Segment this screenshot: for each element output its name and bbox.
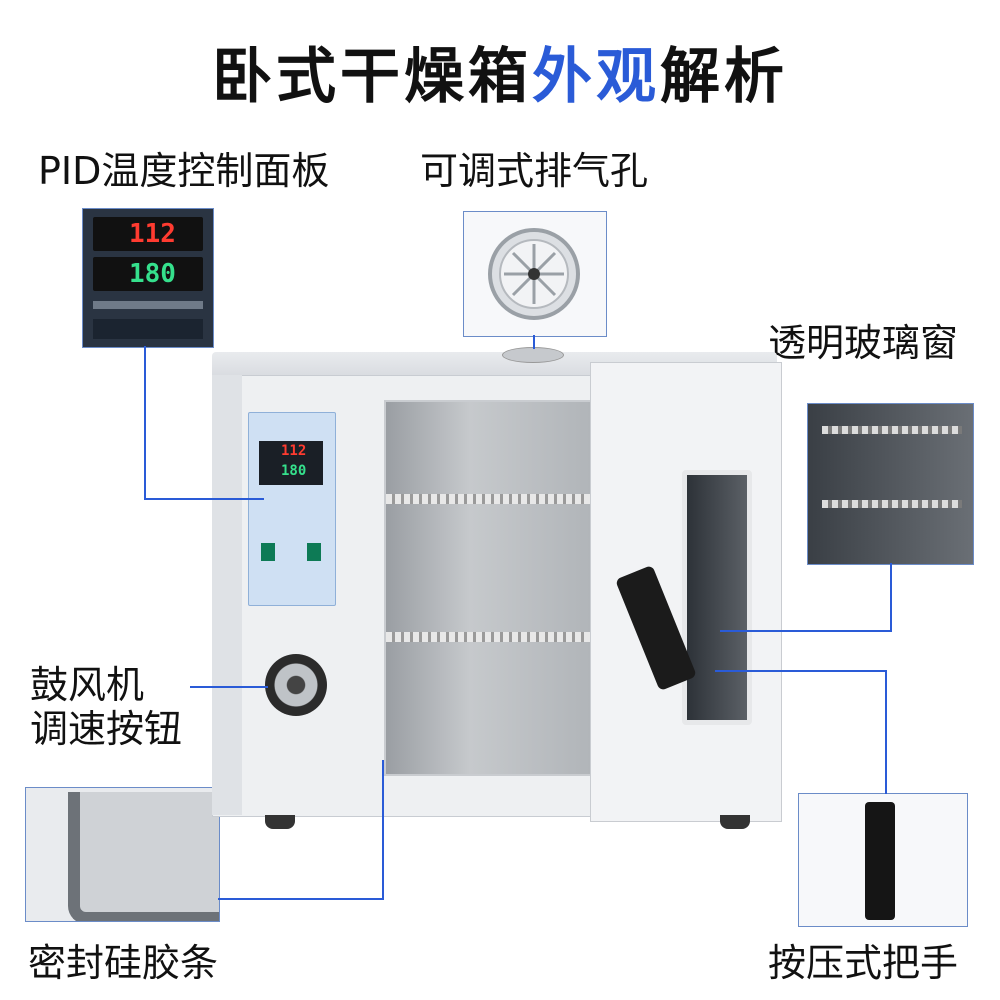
shelf-upper — [386, 494, 596, 504]
title-part-3: 解析 — [660, 42, 788, 112]
label-fan-knob-1: 鼓风机 — [30, 663, 145, 707]
pid-panel-closeup: 112 180 — [82, 208, 214, 348]
label-pid-panel: PID温度控制面板 — [38, 149, 330, 193]
panel-display: 112 180 — [259, 441, 323, 485]
label-glass-window: 透明玻璃窗 — [768, 321, 959, 365]
foot-right — [720, 815, 750, 829]
title-highlight: 外观 — [532, 42, 660, 112]
bottom-keys — [93, 319, 203, 339]
power-switch[interactable] — [261, 543, 275, 561]
panel-sv: 180 — [281, 463, 307, 479]
leader-seal-v — [382, 760, 384, 900]
seal-closeup — [25, 787, 220, 922]
foot-left — [265, 815, 295, 829]
button-strip — [93, 301, 203, 309]
leader-handle-h — [715, 670, 887, 672]
rack-upper — [822, 426, 962, 434]
leader-vent — [533, 335, 535, 349]
leader-glass-h — [720, 630, 892, 632]
shelf-lower — [386, 632, 596, 642]
oven-vent — [502, 347, 564, 363]
handle-bar — [865, 802, 895, 920]
door-window — [682, 470, 752, 725]
leader-pid-v — [144, 346, 146, 500]
vent-closeup — [463, 211, 607, 337]
title-part-1: 卧式干燥箱 — [212, 42, 532, 112]
seal-strip — [68, 792, 219, 921]
pv-display: 112 — [93, 217, 203, 251]
control-panel: 112 180 — [248, 412, 336, 606]
pv-readout: 112 — [129, 219, 176, 249]
label-seal: 密封硅胶条 — [28, 941, 219, 985]
leader-pid-h — [144, 498, 264, 500]
leader-seal-h — [218, 898, 384, 900]
fan-switch[interactable] — [307, 543, 321, 561]
vent-icon — [488, 228, 580, 320]
glass-window-closeup — [807, 403, 974, 565]
label-handle: 按压式把手 — [768, 941, 959, 985]
panel-pv: 112 — [281, 443, 307, 459]
leader-knob — [190, 686, 268, 688]
leader-handle-v — [885, 670, 887, 794]
fan-speed-knob[interactable] — [265, 654, 327, 716]
rack-lower — [822, 500, 962, 508]
oven-side — [212, 375, 242, 815]
label-fan-knob-2: 调速按钮 — [30, 707, 183, 751]
label-vent: 可调式排气孔 — [420, 149, 649, 193]
leader-glass-v — [890, 563, 892, 631]
sv-readout: 180 — [129, 259, 176, 289]
handle-closeup — [798, 793, 968, 927]
oven-chamber — [384, 400, 598, 776]
sv-display: 180 — [93, 257, 203, 291]
page-title: 卧式干燥箱外观解析 — [0, 28, 1000, 115]
